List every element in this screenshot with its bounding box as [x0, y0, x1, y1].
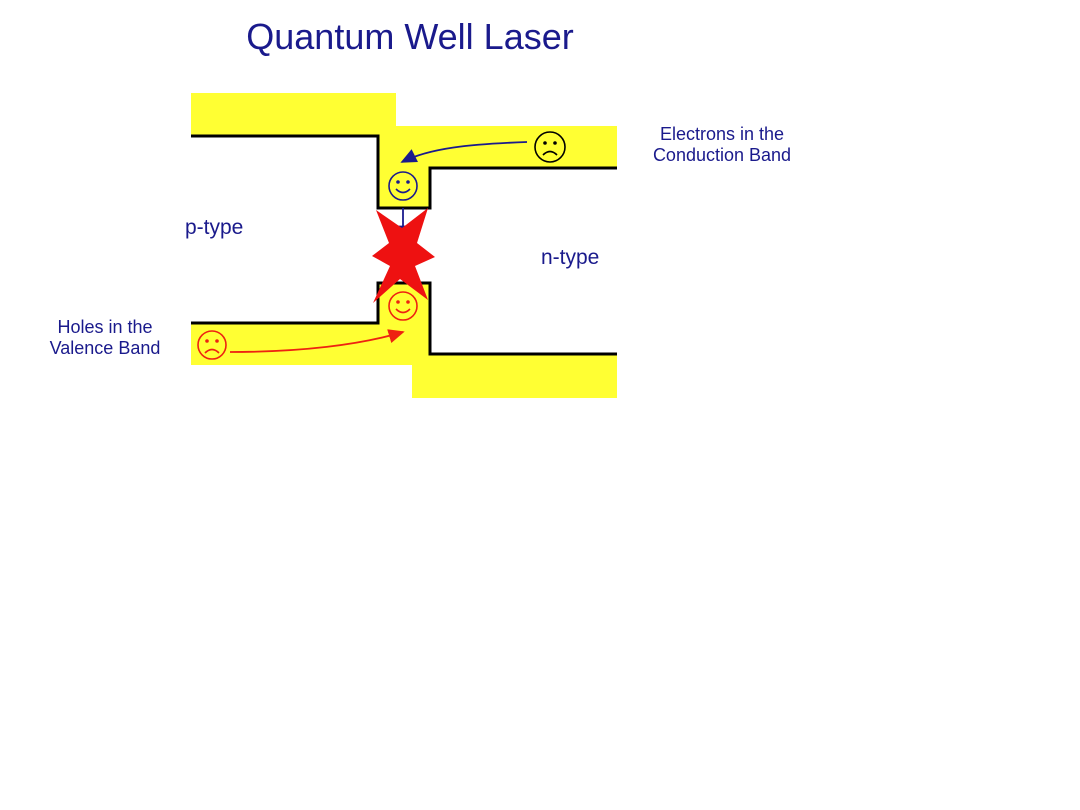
electron-happy-face-icon: [388, 171, 418, 201]
electron-capture-arrow: [400, 141, 528, 163]
electrons-label-line1: Electrons in the: [659, 124, 785, 144]
holes-label-line2: Valence Band: [49, 338, 161, 359]
hole-capture-arrow: [229, 329, 405, 353]
hole-happy-face-icon: [388, 291, 418, 321]
electrons-label-line2: Conduction Band: [652, 145, 792, 166]
electron-sad-face-icon: [534, 131, 566, 163]
holes-label: Holes in the Valence Band: [20, 317, 190, 359]
hole-sad-face-icon: [197, 330, 227, 360]
holes-label-line1: Holes in the: [57, 317, 153, 337]
electrons-label: Electrons in the Conduction Band: [627, 124, 817, 166]
starburst-icon: [372, 208, 435, 303]
p-type-label: p-type: [185, 216, 244, 239]
page-title: Quantum Well Laser: [246, 16, 574, 57]
n-type-label: n-type: [541, 246, 600, 269]
